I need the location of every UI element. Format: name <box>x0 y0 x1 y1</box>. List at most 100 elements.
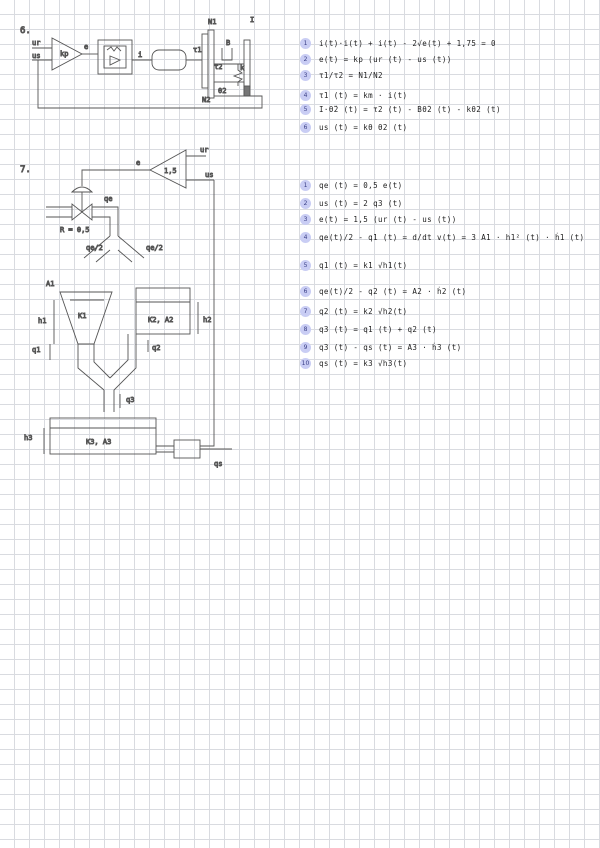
flow-splitter <box>83 235 145 263</box>
label-inertia: I <box>250 16 254 24</box>
label-us7: us <box>205 171 213 179</box>
nonlinear-inner-block <box>103 45 127 69</box>
label-k3a3: K3, A3 <box>86 438 111 446</box>
problem7-number: 7. <box>20 165 31 175</box>
equation-number-badge: 5 <box>300 259 311 271</box>
label-q3: q3 <box>126 396 134 404</box>
equation-row: 5 q1 (t) = k1 √h1(t) <box>300 258 407 272</box>
tank2 <box>135 287 191 335</box>
equation-number-badge: 1 <box>300 179 311 191</box>
sensor-feedback-line <box>200 180 215 447</box>
label-k: k <box>240 64 245 72</box>
equation-row: 4 τ1 (t) = km · i(t) <box>300 88 407 102</box>
label-qe-half-left: qe/2 <box>86 244 103 252</box>
label-n1: N1 <box>208 18 216 26</box>
equation-text: e(t) = 1,5 (ur (t) - us (t)) <box>319 214 457 224</box>
equation-number-badge: 6 <box>300 285 311 297</box>
equation-text: τ1/τ2 = N1/N2 <box>319 70 383 80</box>
tank3-outlet <box>156 445 174 453</box>
tank3 <box>49 417 157 455</box>
equation-text: qe(t)/2 - q1 (t) = d/dt v(t) = 3 A1 · h1… <box>319 232 585 242</box>
motor <box>151 49 187 71</box>
label-n2: N2 <box>202 96 210 104</box>
controller-amplifier <box>149 149 187 189</box>
label-tau2: τ2 <box>214 63 222 71</box>
label-q1: q1 <box>32 346 40 354</box>
label-e7: e <box>136 159 140 167</box>
equation-row: 10 qs (t) = k3 √h3(t) <box>300 356 407 370</box>
resistor-symbol <box>106 46 122 52</box>
equation-text: q3 (t) - qs (t) = A3 · ḣ3 (t) <box>319 342 462 352</box>
equation-number-badge: 10 <box>300 357 311 369</box>
label-gain: 1,5 <box>164 167 177 175</box>
ground-symbol <box>243 85 251 97</box>
equation-text: qs (t) = k3 √h3(t) <box>319 358 408 368</box>
equation-text: q3 (t) = q1 (t) + q2 (t) <box>319 324 437 334</box>
equation-number-badge: 4 <box>300 89 311 101</box>
equation-number-badge: 5 <box>300 103 311 115</box>
equation-row: 7 q2 (t) = k2 √h2(t) <box>300 304 407 318</box>
equation-row: 6 qe(t)/2 - q2 (t) = A2 · ḣ2 (t) <box>300 284 466 298</box>
label-tau1: τ1 <box>193 46 201 54</box>
equation-row: 8 q3 (t) = q1 (t) + q2 (t) <box>300 322 437 336</box>
problem7-diagram: 7. 1,5 ur us e qe R = 0,5 qe/2 qe/2 <box>20 146 232 468</box>
equation-text: qe(t)/2 - q2 (t) = A2 · ḣ2 (t) <box>319 286 467 296</box>
inertia-disk <box>243 39 251 89</box>
flow-sensor <box>173 439 201 459</box>
damper <box>221 48 233 61</box>
equation-row: 4 qe(t)/2 - q1 (t) = d/dt v(t) = 3 A1 · h… <box>300 230 584 244</box>
equation-row: 9 q3 (t) - qs (t) = A3 · ḣ3 (t) <box>300 340 462 354</box>
equation-number-badge: 1 <box>300 37 311 49</box>
label-i: i <box>138 51 142 59</box>
equation-text: q2 (t) = k2 √h2(t) <box>319 306 408 316</box>
merge-pipes <box>77 334 137 412</box>
label-qe-half-right: qe/2 <box>146 244 163 252</box>
nonlinear-block <box>97 39 133 75</box>
equation-row: 3 τ1/τ2 = N1/N2 <box>300 68 383 82</box>
equation-text: qe (t) = 0,5 e(t) <box>319 180 403 190</box>
label-theta2: θ2 <box>218 87 226 95</box>
label-k1: K1 <box>78 312 86 320</box>
equation-row: 5 I·θ̈2 (t) = τ2 (t) - Bθ̇2 (t) - kθ2 (t) <box>300 102 501 116</box>
equation-number-badge: 8 <box>300 323 311 335</box>
equation-number-badge: 2 <box>300 53 311 65</box>
valve-actuator <box>70 186 94 193</box>
equation-number-badge: 7 <box>300 305 311 317</box>
label-a1: A1 <box>46 280 54 288</box>
equation-text: I·θ̈2 (t) = τ2 (t) - Bθ̇2 (t) - kθ2 (t) <box>319 104 501 114</box>
equation-text: τ1 (t) = km · i(t) <box>319 90 408 100</box>
equation-number-badge: 2 <box>300 197 311 209</box>
equation-number-badge: 9 <box>300 341 311 353</box>
equation-row: 3 e(t) = 1,5 (ur (t) - us (t)) <box>300 212 457 226</box>
label-us: us <box>32 52 40 60</box>
equation-row: 1 qe (t) = 0,5 e(t) <box>300 178 403 192</box>
amplifier-triangle <box>51 37 83 71</box>
label-ur7: ur <box>200 146 208 154</box>
label-b: B <box>226 39 230 47</box>
equation-number-badge: 4 <box>300 231 311 243</box>
equation-text: q1 (t) = k1 √h1(t) <box>319 260 408 270</box>
label-e: e <box>84 43 88 51</box>
label-qs: qs <box>214 460 222 468</box>
input-pipe <box>46 206 72 218</box>
problem6-number: 6. <box>20 26 31 36</box>
feedback-line <box>37 60 263 109</box>
equation-row: 2 us (t) = 2 q3 (t) <box>300 196 403 210</box>
control-valve <box>71 203 93 221</box>
label-q2: q2 <box>152 344 160 352</box>
label-h2: h2 <box>203 316 211 324</box>
label-h1: h1 <box>38 317 46 325</box>
label-qe: qe <box>104 195 112 203</box>
gear-n1 <box>201 33 209 89</box>
equation-number-badge: 3 <box>300 69 311 81</box>
equation-text: us (t) = kθ θ2 (t) <box>319 122 408 132</box>
label-ur: ur <box>32 39 40 47</box>
equation-text: us (t) = 2 q3 (t) <box>319 198 403 208</box>
equation-number-badge: 3 <box>300 213 311 225</box>
label-h3: h3 <box>24 434 32 442</box>
